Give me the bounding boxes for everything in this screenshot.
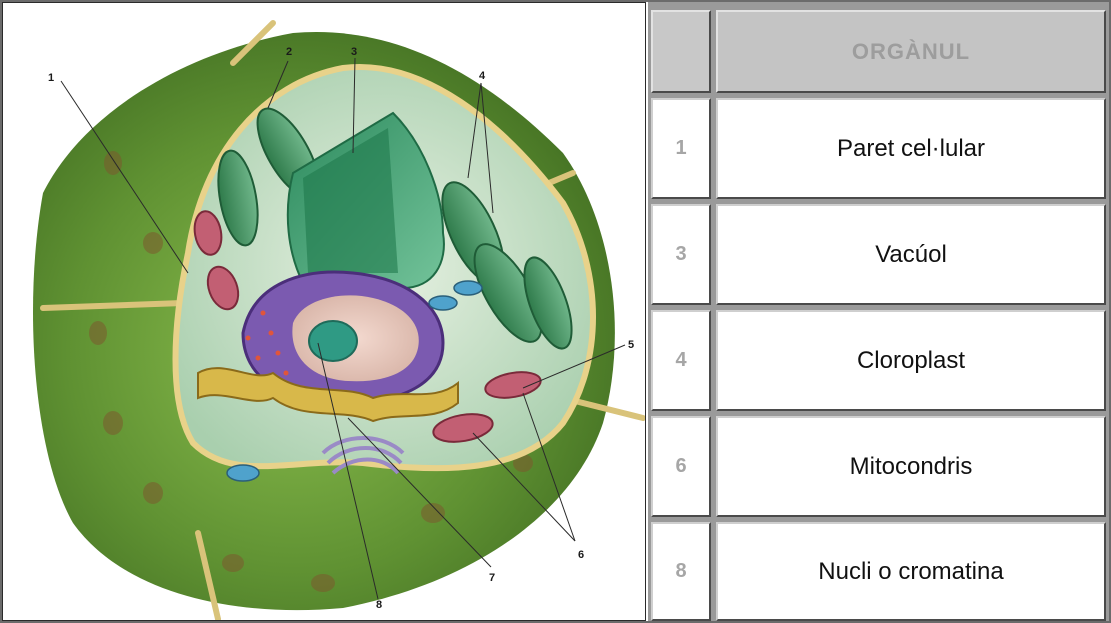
- row-number-cell: 3: [651, 204, 711, 305]
- row-number-cell: 4: [651, 310, 711, 411]
- callout-8: 8: [376, 599, 382, 611]
- header-organelle-cell: ORGÀNUL: [716, 10, 1106, 93]
- row-organelle-cell: Vacúol: [716, 204, 1106, 305]
- row-organelle-cell: Nucli o cromatina: [716, 522, 1106, 621]
- callout-7: 7: [489, 572, 495, 584]
- row-number-cell: 8: [651, 522, 711, 621]
- row-organelle-cell: Mitocondris: [716, 416, 1106, 517]
- plant-cell-diagram: 1 2 3 4 5 6 7 8: [3, 3, 645, 620]
- organelle-table: ORGÀNUL 1 Paret cel·lular 3 Vacúol 4 Clo…: [648, 2, 1109, 621]
- callout-3: 3: [351, 46, 357, 58]
- callout-4: 4: [479, 70, 486, 82]
- header-number-cell: [651, 10, 711, 93]
- nucleolus: [309, 321, 357, 361]
- row-organelle-cell: Cloroplast: [716, 310, 1106, 411]
- callout-2: 2: [286, 46, 292, 58]
- row-organelle-cell: Paret cel·lular: [716, 98, 1106, 199]
- plant-cell-illustration-panel: 1 2 3 4 5 6 7 8: [2, 2, 646, 621]
- callout-5: 5: [628, 339, 634, 351]
- callout-1: 1: [48, 72, 54, 84]
- callout-6: 6: [578, 549, 584, 561]
- row-number-cell: 6: [651, 416, 711, 517]
- row-number-cell: 1: [651, 98, 711, 199]
